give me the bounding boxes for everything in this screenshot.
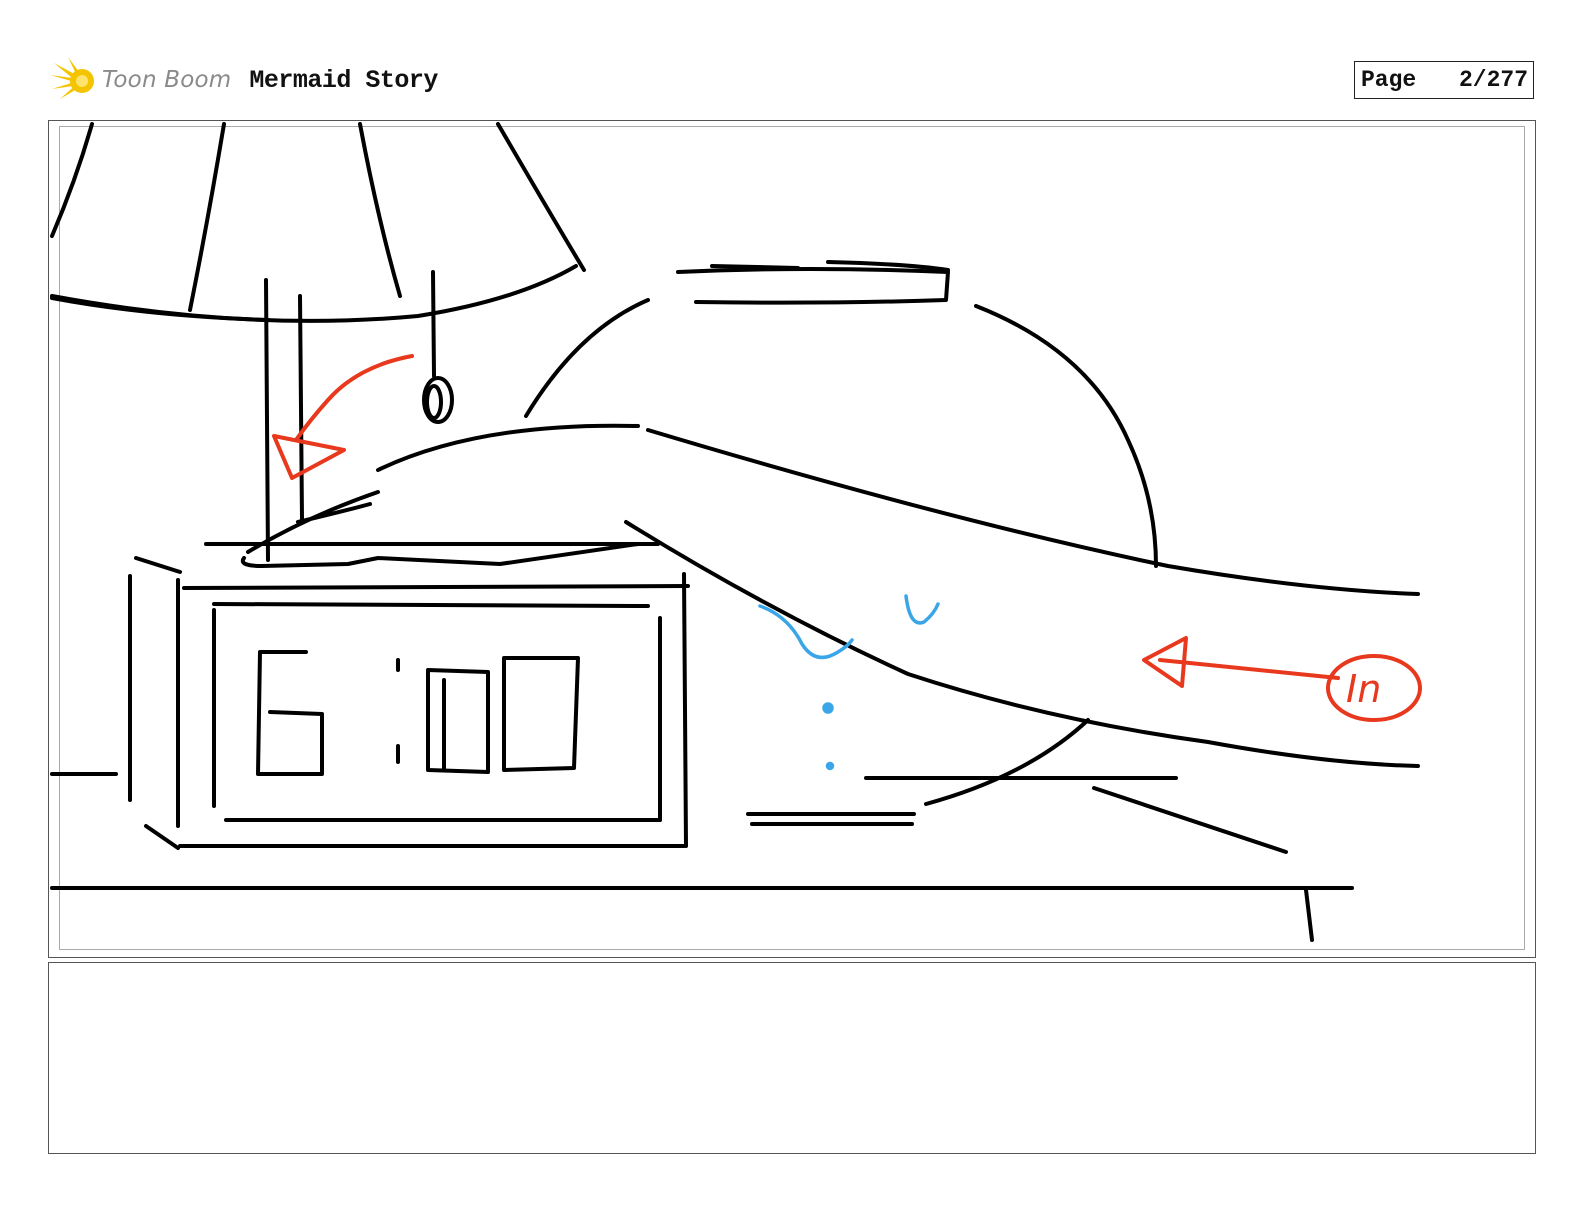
pull-chain — [431, 270, 436, 378]
clock-bottom-corner — [144, 824, 180, 850]
red-arrowhead-in — [1142, 636, 1188, 688]
lamp-shade-right — [496, 122, 586, 272]
storyboard-panel-frame — [48, 120, 1536, 958]
clock-digit-0-a — [426, 668, 490, 774]
table-leg — [1304, 888, 1314, 942]
toon-boom-logo: Toon Boom — [50, 55, 231, 105]
table-diagonal — [1092, 786, 1288, 854]
clock-top-face — [182, 584, 690, 590]
project-title: Mermaid Story — [249, 65, 438, 95]
lamp-stem-left — [264, 278, 270, 562]
globe-outline-right — [974, 304, 1158, 568]
blue-water-drip — [758, 604, 854, 660]
page-number: 2/277 — [1458, 67, 1528, 93]
globe-outline-bottom — [924, 718, 1090, 806]
arm-lower-edge — [624, 520, 1420, 768]
storyboard-panel-safe-area — [59, 126, 1525, 950]
starburst-icon — [50, 57, 94, 99]
clock-front-right — [682, 572, 688, 848]
arm-upper-edge — [646, 428, 1420, 596]
page-label: Page — [1361, 67, 1417, 93]
table-line-2 — [746, 812, 916, 826]
annotation-in-label: In — [1346, 667, 1381, 711]
hand-bottom — [240, 542, 640, 568]
red-arrow-in-shaft — [1158, 658, 1340, 680]
globe-top-cap — [676, 267, 950, 305]
clock-display-top — [212, 602, 650, 608]
pull-chain-ring — [422, 376, 454, 424]
red-arrow-curve — [294, 354, 414, 442]
logo-text: Toon Boom — [102, 67, 232, 93]
clock-digit-6 — [256, 650, 324, 776]
clock-front-left — [134, 556, 182, 574]
lamp-shade-line-2 — [358, 122, 402, 298]
blue-water-mark — [904, 594, 940, 625]
panel-notes-area[interactable] — [48, 962, 1536, 1154]
hand-top — [376, 423, 640, 472]
lamp-stem-right — [298, 294, 304, 522]
storyboard-panel-drawing: In — [50, 122, 1422, 942]
red-in-circle — [1326, 654, 1422, 722]
lamp-shade-line-1 — [188, 122, 226, 312]
red-arrowhead-left — [272, 434, 346, 480]
globe-outline-left — [524, 298, 650, 418]
header: Toon Boom Mermaid Story — [50, 52, 438, 108]
lamp-shade-left — [50, 122, 94, 238]
lamp-shade-bottom — [50, 264, 578, 323]
clock-digit-0-b — [502, 656, 580, 772]
page-indicator: Page 2/277 — [1354, 61, 1534, 99]
